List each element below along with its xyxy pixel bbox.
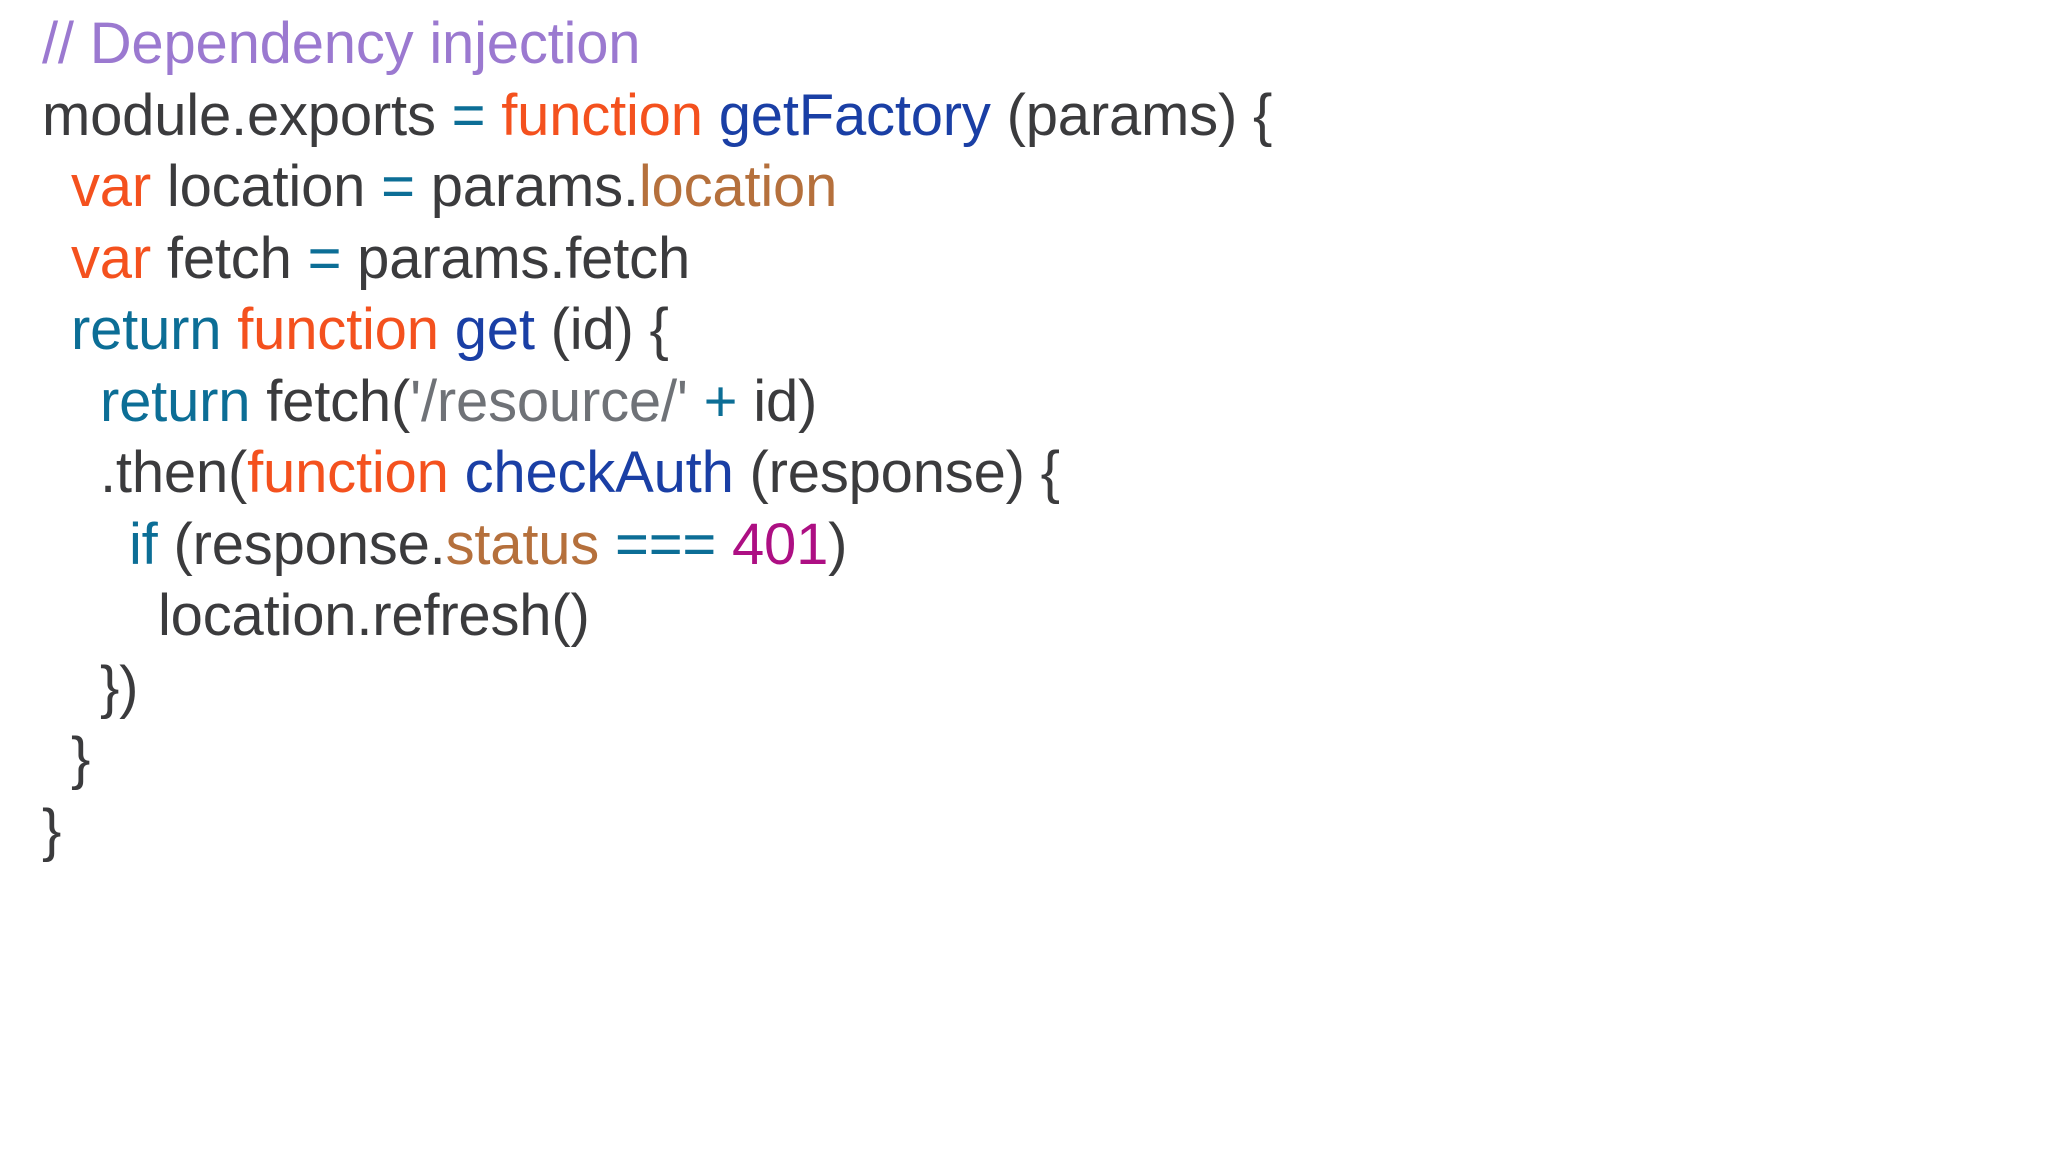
code-token: get xyxy=(454,297,535,362)
code-token: location xyxy=(638,154,838,219)
code-token: status xyxy=(445,511,600,577)
code-token: function xyxy=(501,82,703,148)
code-token: var xyxy=(71,225,151,291)
code-token xyxy=(716,512,732,577)
code-token: (id) { xyxy=(534,297,669,362)
code-token: .then( xyxy=(100,440,248,505)
code-token xyxy=(439,297,455,362)
code-token xyxy=(703,83,719,148)
code-token: fetch( xyxy=(250,368,411,434)
code-token: ) xyxy=(828,511,848,577)
code-token xyxy=(688,369,704,434)
code-token: (response. xyxy=(157,511,446,577)
code-token: + xyxy=(703,368,738,434)
code-token xyxy=(599,512,615,577)
code-line: var location = params.location xyxy=(42,151,2002,223)
code-token: var xyxy=(71,154,151,219)
code-token: }) xyxy=(100,654,139,720)
code-token: fetch xyxy=(150,225,308,291)
code-line: module.exports = function getFactory (pa… xyxy=(42,80,2002,152)
code-token: params. xyxy=(414,154,639,219)
code-line: .then(function checkAuth (response) { xyxy=(42,437,2002,509)
code-token xyxy=(485,83,501,148)
code-line: } xyxy=(42,723,2002,795)
code-token: (response) { xyxy=(733,440,1061,505)
code-token: } xyxy=(71,726,91,791)
code-token: function xyxy=(237,297,439,362)
code-line: } xyxy=(42,795,2002,867)
code-token: === xyxy=(615,511,717,577)
code-token xyxy=(449,440,465,505)
code-token: } xyxy=(42,797,62,863)
code-line: var fetch = params.fetch xyxy=(42,223,2002,295)
code-token: checkAuth xyxy=(464,440,734,505)
code-line: if (response.status === 401) xyxy=(42,509,2002,581)
code-line: location.refresh() xyxy=(42,580,2002,652)
code-token: if xyxy=(129,511,158,577)
code-token: = xyxy=(307,225,342,291)
code-line: return fetch('/resource/' + id) xyxy=(42,366,2002,438)
code-token: function xyxy=(247,440,449,505)
code-token: params.fetch xyxy=(341,225,691,291)
code-token: getFactory xyxy=(718,82,991,148)
code-token: = xyxy=(451,82,486,148)
code-token: // Dependency injection xyxy=(42,11,641,76)
code-token: return xyxy=(71,297,222,362)
code-line: // Dependency injection xyxy=(42,8,2002,80)
code-token: return xyxy=(100,368,251,434)
code-token: (params) { xyxy=(990,82,1273,148)
code-token: location.refresh() xyxy=(158,583,590,648)
code-line: return function get (id) { xyxy=(42,294,2002,366)
code-token: '/resource/' xyxy=(410,368,688,434)
code-line: }) xyxy=(42,652,2002,724)
code-token: location xyxy=(150,154,382,219)
code-token: = xyxy=(381,154,415,219)
code-token: id) xyxy=(737,368,818,434)
code-token: module.exports xyxy=(42,82,452,148)
code-token xyxy=(221,297,237,362)
code-token: 401 xyxy=(731,511,829,577)
